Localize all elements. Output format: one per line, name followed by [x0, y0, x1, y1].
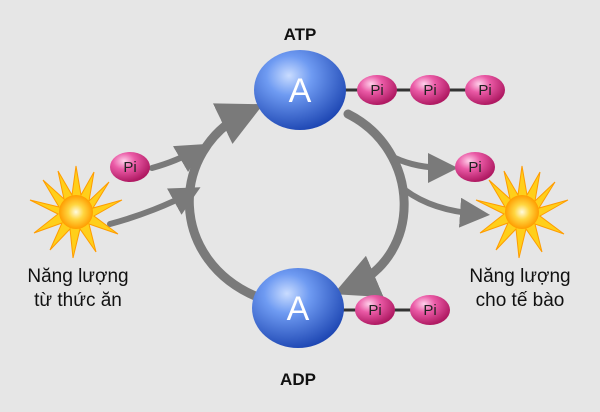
output-energy-label-line1: Năng lượng — [469, 266, 570, 287]
output-energy-arrow — [402, 187, 490, 228]
input-phosphate-arrow — [149, 143, 207, 173]
atp-adenosine — [254, 50, 346, 130]
atp-adenosine-label: A — [289, 72, 312, 110]
input-energy-label-line2: từ thức ăn — [34, 290, 122, 311]
output-phosphate-arrow — [392, 152, 458, 183]
output-phosphate-label: Pi — [468, 159, 481, 176]
atp-phosphate-2-label: Pi — [423, 82, 436, 99]
adp-phosphate-2: Pi — [410, 295, 450, 325]
output-energy-label-line2: cho tế bào — [476, 290, 565, 311]
adp-phosphate-1-label: Pi — [368, 302, 381, 319]
atp-phosphate-1-label: Pi — [370, 82, 383, 99]
sun-icon — [475, 165, 569, 259]
atp-phosphate-3: Pi — [465, 75, 505, 105]
adp-adenosine — [252, 268, 344, 348]
atp-title: ATP — [284, 25, 317, 44]
adp-adenosine-label: A — [287, 290, 310, 328]
input-energy-label-line1: Năng lượng — [27, 266, 128, 287]
output-phosphate: Pi — [455, 152, 495, 182]
adp-title: ADP — [280, 370, 316, 389]
input-phosphate-label: Pi — [123, 159, 136, 176]
sun-icon — [29, 165, 123, 259]
adp-phosphate-1: Pi — [355, 295, 395, 325]
atp-phosphate-2: Pi — [410, 75, 450, 105]
cycle-arrow-left — [184, 103, 265, 303]
atp-phosphate-3-label: Pi — [478, 82, 491, 99]
cycle-arrow-right — [333, 109, 409, 298]
atp-phosphate-1: Pi — [357, 75, 397, 105]
input-energy-arrow — [107, 187, 201, 227]
input-phosphate: Pi — [110, 152, 150, 182]
adp-phosphate-2-label: Pi — [423, 302, 436, 319]
